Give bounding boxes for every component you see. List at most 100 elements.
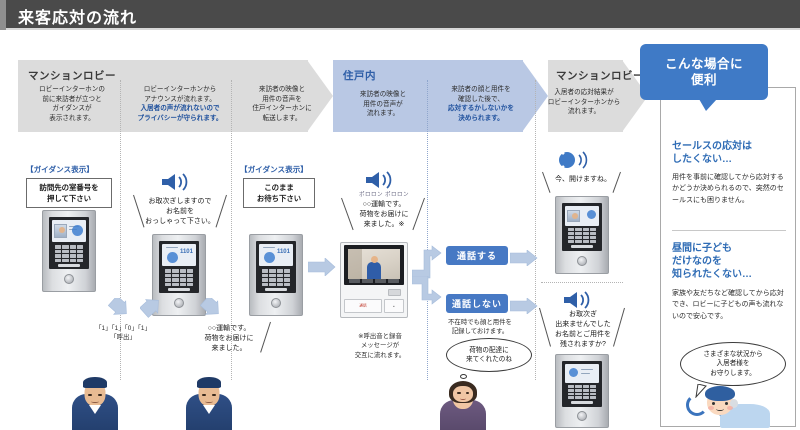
step4-note-l2: メッセージが [360,342,400,350]
visitor-photo-2 [186,372,232,430]
screen-call-badge [587,210,596,219]
device-card-reader[interactable] [174,298,184,308]
step3-guidance-box: このまま お待ち下さい [243,178,315,209]
device-keypad[interactable] [165,269,193,286]
visitor-cap [197,377,221,388]
monitor-talk-button[interactable]: 通話 [344,299,382,313]
lobby-intercom-step2[interactable]: 1101 [152,234,206,316]
screen-text-line [263,247,275,249]
operator-cheek-r [727,406,733,410]
benefit-2-heading: 昼間に子ども だけなのを 知られたくない… [672,242,790,282]
screen-room-number: 1101 [276,249,290,255]
step2-speech-l2: お名前を [166,207,194,215]
step3-head-l2: 用件の音声を [262,95,302,103]
benefits-tab-l2: 便利 [690,73,717,87]
device-panel: 1101 [256,241,296,293]
benefit-2-body: 家族や友だちなど確認してから応対でき、ロビーに子どもの声も流れないので安心です。 [672,290,784,320]
resident-photo [440,380,486,430]
benefit-2-head-l1: 昼間に子ども [672,243,732,254]
lobby-intercom-step1[interactable] [42,210,96,292]
zone-chevron-3 [622,60,648,132]
step4-speech: ポロロン ポロロン ○○運輸です。 荷物をお届けに 来ました。※ [340,192,428,230]
step6-speech-talk: 今、開けますね。 [544,175,622,185]
device-card-slot [571,401,593,404]
screen-call-badge [569,368,578,377]
visitor-speech-l3: 来ました。 [211,344,247,352]
visitor-eye-r [98,394,102,396]
device-keypad[interactable] [262,269,290,286]
step1-guidance-box: 訪問先の室番号を 押して下さい [26,178,112,209]
monitor-speaker-grill [388,289,401,296]
device-card-reader[interactable] [64,274,74,284]
step6-speech-notalk: お取次ぎ 出来ませんでした お名前とご用件を 残されますか? [540,310,626,350]
step2-speech-l3: おっしゃって下さい。 [145,217,215,225]
device-panel: 1101 [159,241,199,293]
step1-keypress: 「1」「1」「0」「1」 「呼出」 [70,324,176,343]
device-panel [562,361,602,407]
arrow-talk-to-lobby [510,250,538,266]
device-keypad[interactable] [568,385,596,399]
separator-horizontal-step6 [541,282,623,283]
device-card-reader[interactable] [271,298,281,308]
device-card-slot [58,263,80,267]
home-intercom-monitor[interactable]: 通話 ▪ [340,242,408,318]
step5-head-l1: 来訪者の顔と用件を [451,86,511,93]
step5-head-l2: 確認した後で、 [458,95,504,103]
step6-head-l1: 入居者の応対結果が [554,89,614,96]
screen-call-badge [72,225,83,236]
lobby-intercom-step6-talk[interactable] [555,196,609,274]
device-card-slot [265,287,287,291]
device-keypad[interactable] [55,245,83,262]
speaker-blue-icon-step6 [549,150,590,175]
visitor-mouth [205,400,213,403]
step4-speech-l3: 来ました。※ [363,220,405,228]
keypress-l1: 「1」「1」「0」「1」 [95,325,151,332]
step1-head-l4: 表示されます。 [49,114,95,122]
device-panel [49,217,89,269]
step2-head-l2: アナウンスが流れます。 [144,95,216,103]
screen-text-line [581,373,590,375]
speaker-icon-step4 [364,170,398,195]
device-card-reader[interactable] [577,256,587,266]
operator-eye-l [712,402,715,405]
benefit-1-head-l1: セールスの応対は [672,141,752,152]
page-title: 来客応対の流れ [18,10,138,27]
zone-band-home [333,60,523,132]
arrow-transfer-to-home [308,258,336,276]
step4-head-l1: 来訪者の映像と [359,91,407,98]
visitor-speech-l1: ○○運輸です。 [207,325,251,332]
resident-face [453,386,473,402]
action-talk-button[interactable]: 通話する [446,246,508,265]
step4-header: 来訪者の映像と 用件の音声が 流れます。 [340,90,426,119]
benefit-1-body: 用件を事前に確認してから応対するかどうか決められるので、突然のセールスにも困りま… [672,174,784,204]
monitor-lower-face: 通話 ▪ [344,288,404,314]
step3-guidance-tag: 【ガイダンス表示】 [240,165,308,174]
benefit-2-head-l2: だけなのを [672,256,722,268]
monitor-soft-buttons[interactable] [349,279,399,283]
step6-notalk-l2: 出来ませんでした [555,320,611,328]
device-card-reader[interactable] [577,411,587,421]
device-screen [565,364,599,383]
lobby-intercom-step3[interactable]: 1101 [249,234,303,316]
lobby-intercom-step6-notalk[interactable] [555,354,609,428]
step4-speech-l2: 荷物をお届けに [359,210,409,218]
operator-cheek-l [708,406,714,410]
visitor-collar [203,405,215,414]
arrow-no-talk-to-lobby [510,298,538,314]
device-keypad[interactable] [568,228,596,243]
step6-notalk-l3: お名前とご用件を [555,330,611,338]
resident-thought-l2: 来てくれたのね [466,356,512,363]
separator-4 [535,80,536,380]
monitor-screen [344,245,404,285]
monitor-secondary-button[interactable]: ▪ [384,299,404,313]
operator-earpiece-r [730,399,738,408]
screen-text-line [166,247,178,249]
device-screen: 1101 [259,244,293,266]
screen-visitor-thumb [567,210,580,222]
step2-hl-l1: 入居者の声が流れないので [140,105,220,113]
action-no-talk-button[interactable]: 通話しない [446,294,508,313]
visitor-speech-l2: 荷物をお届けに [204,334,254,342]
headset-icon [686,394,708,416]
step1-guidance-l1: 訪問先の室番号を [39,183,99,192]
arrow-up-step2 [140,298,162,322]
